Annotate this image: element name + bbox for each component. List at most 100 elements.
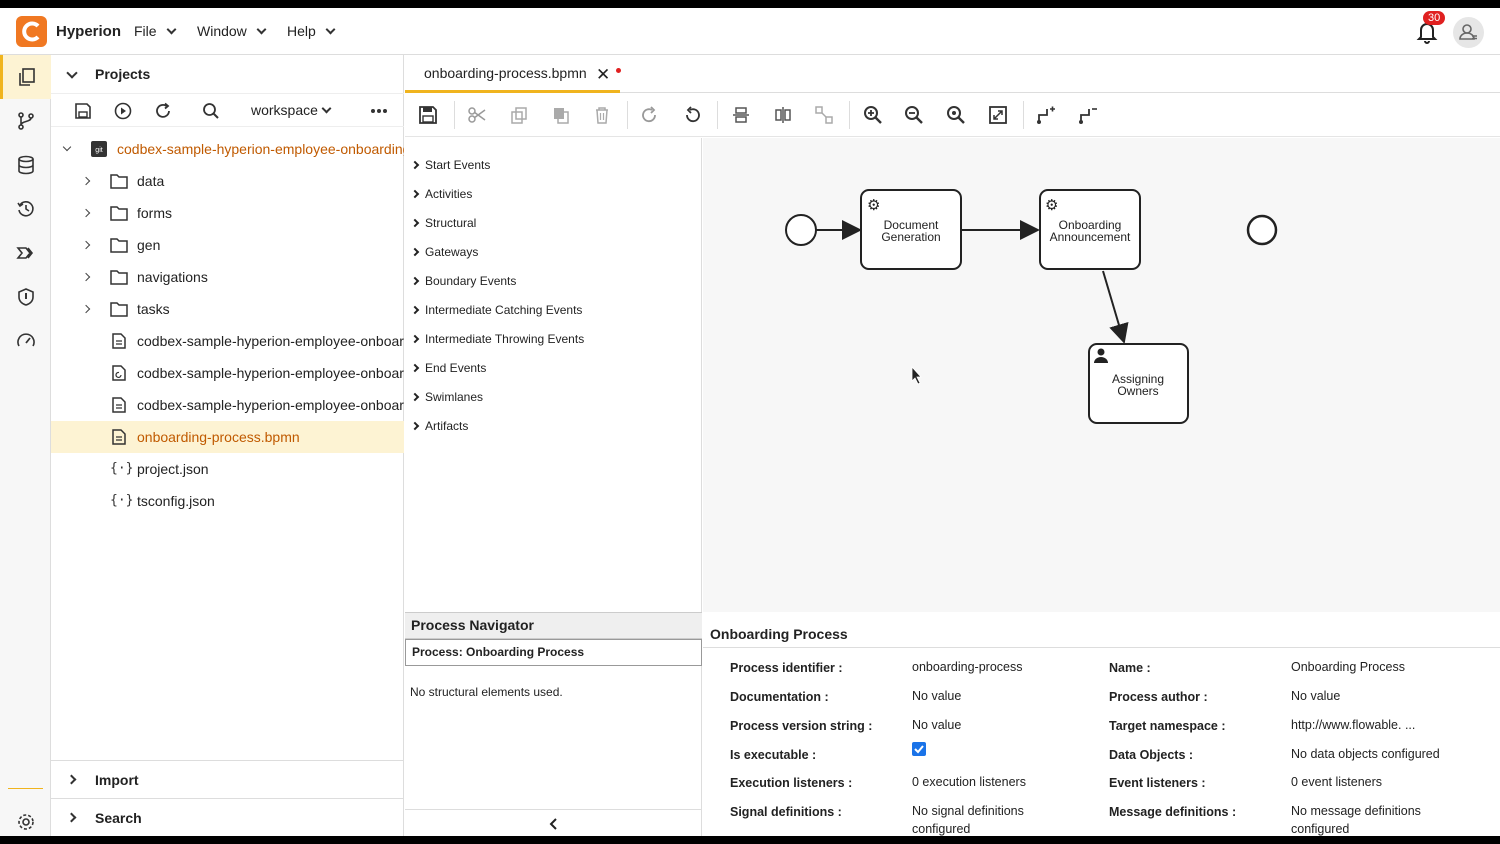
align-horizontal-icon[interactable] — [772, 104, 794, 126]
task-label-line1: Document — [884, 218, 939, 232]
tree-item-folder-tasks[interactable]: tasks — [51, 293, 404, 325]
history-perspective-button[interactable] — [0, 187, 51, 231]
database-perspective-button[interactable] — [0, 143, 51, 187]
tree-item-json[interactable]: {·} project.json — [51, 453, 404, 485]
workspace-selector[interactable]: workspace — [251, 102, 332, 118]
zoom-actual-icon[interactable] — [945, 104, 967, 126]
search-section-header[interactable]: Search — [51, 798, 404, 836]
chevron-right-icon — [410, 247, 420, 257]
start-event[interactable] — [785, 214, 817, 246]
save-icon[interactable] — [417, 104, 439, 126]
navigator-process-item[interactable]: Process: Onboarding Process — [405, 639, 702, 666]
database-icon — [17, 155, 34, 175]
menu-file[interactable]: File — [134, 23, 177, 39]
delete-icon[interactable] — [591, 104, 613, 126]
toolbar-divider — [627, 101, 628, 129]
task-label-line1: Onboarding — [1059, 218, 1122, 232]
palette-group-start-events[interactable]: Start Events — [410, 158, 490, 172]
palette-group-boundary-events[interactable]: Boundary Events — [410, 274, 516, 288]
search-icon[interactable] — [201, 101, 221, 121]
prop-version-string[interactable]: No value — [912, 718, 962, 732]
align-vertical-icon[interactable] — [730, 104, 752, 126]
operations-perspective-button[interactable] — [0, 319, 51, 363]
user-task-assigning-owners[interactable]: Assigning Owners — [1088, 343, 1189, 424]
toolbar-divider — [454, 101, 455, 129]
remove-bendpoint-icon[interactable] — [1077, 104, 1099, 126]
projects-perspective-button[interactable] — [0, 55, 51, 99]
prop-execution-listeners[interactable]: 0 execution listeners — [912, 775, 1026, 789]
chevron-down-icon — [62, 142, 72, 152]
tree-item-folder-gen[interactable]: gen — [51, 229, 404, 261]
palette-group-end-events[interactable]: End Events — [410, 361, 486, 375]
menu-help[interactable]: Help — [287, 23, 336, 39]
cut-icon[interactable] — [466, 104, 488, 126]
prop-message-definitions[interactable]: No message definitions configured — [1291, 804, 1421, 836]
palette-group-artifacts[interactable]: Artifacts — [410, 419, 468, 433]
tree-item-json[interactable]: {·} tsconfig.json — [51, 485, 404, 517]
end-event[interactable] — [1246, 214, 1278, 246]
paste-icon[interactable] — [550, 104, 572, 126]
palette-group-swimlanes[interactable]: Swimlanes — [410, 390, 483, 404]
prop-documentation[interactable]: No value — [912, 689, 962, 703]
prop-event-listeners[interactable]: 0 event listeners — [1291, 775, 1383, 789]
projects-header[interactable]: Projects — [51, 55, 404, 93]
prop-process-author[interactable]: No value — [1291, 689, 1341, 703]
zoom-in-icon[interactable] — [862, 104, 884, 126]
is-executable-checkbox[interactable] — [912, 742, 926, 756]
tree-item-folder-forms[interactable]: forms — [51, 197, 404, 229]
toolbar-divider — [717, 101, 718, 129]
zoom-out-icon[interactable] — [903, 104, 925, 126]
security-perspective-button[interactable] — [0, 275, 51, 319]
menu-window[interactable]: Window — [197, 23, 267, 39]
redo-icon[interactable] — [639, 104, 661, 126]
service-task-document-generation[interactable]: ⚙ Document Generation — [860, 189, 962, 270]
prop-process-identifier[interactable]: onboarding-process — [912, 660, 1023, 674]
tree-item-file-selected[interactable]: onboarding-process.bpmn — [51, 421, 404, 453]
settings-button[interactable] — [0, 800, 51, 836]
prop-name[interactable]: Onboarding Process — [1291, 660, 1405, 674]
save-icon[interactable] — [73, 101, 93, 121]
prop-label: Is executable : — [730, 748, 817, 762]
prop-signal-definitions[interactable]: No signal definitions configured — [912, 804, 1024, 836]
bpmn-canvas[interactable]: ⚙ Document Generation ⚙ Onboarding Annou… — [703, 138, 1500, 612]
git-perspective-button[interactable] — [0, 99, 51, 143]
add-bendpoint-icon[interactable] — [1035, 104, 1057, 126]
tree-item-file[interactable]: codbex-sample-hyperion-employee-onboardi… — [51, 357, 404, 389]
projects-panel: Projects workspace git codbex-sample-hyp… — [51, 55, 404, 836]
palette-group-label: Gateways — [425, 245, 479, 259]
prop-target-namespace[interactable]: http://www.flowable. ... — [1291, 718, 1416, 732]
palette-group-gateways[interactable]: Gateways — [410, 245, 479, 259]
zoom-fit-icon[interactable] — [987, 104, 1009, 126]
collapse-left-icon[interactable] — [548, 818, 558, 830]
prop-data-objects[interactable]: No data objects configured — [1291, 747, 1440, 761]
same-size-icon[interactable] — [813, 104, 835, 126]
tree-item-folder-data[interactable]: data — [51, 165, 404, 197]
sequence-flow[interactable] — [1102, 270, 1129, 344]
palette-group-intermediate-throwing[interactable]: Intermediate Throwing Events — [410, 332, 584, 346]
run-icon[interactable] — [113, 101, 133, 121]
copy-icon[interactable] — [508, 104, 530, 126]
chevron-right-icon — [66, 812, 77, 823]
tab-onboarding-process[interactable]: onboarding-process.bpmn ✕ — [405, 55, 621, 93]
user-avatar[interactable] — [1453, 17, 1484, 48]
tree-item-file[interactable]: codbex-sample-hyperion-employee-onboardi… — [51, 389, 404, 421]
palette-group-intermediate-catching[interactable]: Intermediate Catching Events — [410, 303, 582, 317]
integrations-perspective-button[interactable] — [0, 231, 51, 275]
import-section-header[interactable]: Import — [51, 760, 404, 798]
tree-item-folder-navigations[interactable]: navigations — [51, 261, 404, 293]
undo-icon[interactable] — [681, 104, 703, 126]
service-task-onboarding-announcement[interactable]: ⚙ Onboarding Announcement — [1039, 189, 1141, 270]
palette-group-activities[interactable]: Activities — [410, 187, 472, 201]
close-icon[interactable]: ✕ — [596, 65, 611, 84]
refresh-icon[interactable] — [153, 101, 173, 121]
chevron-right-icon — [410, 392, 420, 402]
hyperion-logo-icon[interactable] — [16, 16, 47, 47]
task-label-line2: Owners — [1117, 384, 1158, 398]
more-options-icon[interactable] — [369, 101, 389, 121]
prop-label: Target namespace : — [1109, 719, 1226, 733]
tree-item-project-root[interactable]: git codbex-sample-hyperion-employee-onbo… — [51, 133, 404, 165]
task-label-line1: Assigning — [1112, 372, 1164, 386]
tree-item-file[interactable]: codbex-sample-hyperion-employee-onboardi… — [51, 325, 404, 357]
palette-group-structural[interactable]: Structural — [410, 216, 476, 230]
tree-item-label: tsconfig.json — [137, 493, 215, 509]
